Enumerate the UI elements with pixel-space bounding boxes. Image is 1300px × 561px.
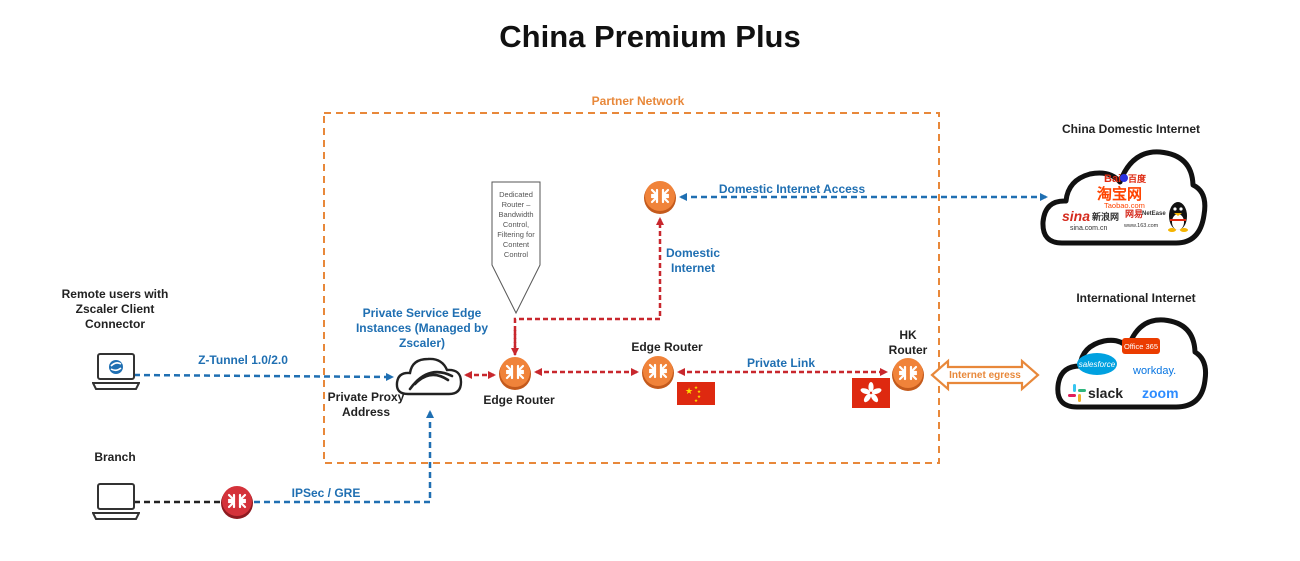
- international-logos: Office 365 salesforce workday. slack zoo…: [1068, 338, 1179, 402]
- dedicated-router-callout: [491, 181, 541, 315]
- salesforce-label: salesforce: [1079, 360, 1116, 369]
- china-domestic-title: China Domestic Internet: [1062, 122, 1200, 136]
- remote-users-label-2: Zscaler Client: [76, 302, 155, 316]
- dedicated-line-1: Dedicated: [499, 190, 533, 199]
- sina-cn-logo: 新浪网: [1092, 211, 1119, 222]
- svg-text:★: ★: [685, 387, 693, 397]
- page-title: China Premium Plus: [499, 19, 800, 54]
- zoom-logo: zoom: [1142, 385, 1179, 401]
- workday-logo: workday.: [1132, 365, 1176, 377]
- dedicated-line-6: Content: [503, 240, 530, 249]
- dedicated-line-3: Bandwidth: [498, 210, 533, 219]
- internet-egress-label: Internet egress: [949, 370, 1021, 381]
- netease-logo: 网易: [1125, 209, 1143, 219]
- pse-label-3: Zscaler): [399, 336, 445, 350]
- edge-router-1-icon: [498, 357, 532, 391]
- international-title: International Internet: [1076, 291, 1195, 305]
- hong-kong-flag-icon: [852, 378, 890, 408]
- domestic-internet-label-1: Domestic: [666, 246, 720, 260]
- baidu-paw-icon: [1120, 174, 1128, 182]
- edge-router-2-icon: [641, 356, 675, 390]
- sina-logo: sina: [1062, 208, 1090, 224]
- china-flag-icon: ★ ★ ★ ★ ★: [677, 382, 715, 405]
- laptop-icon: [92, 483, 140, 520]
- private-proxy-label-1: Private Proxy: [328, 390, 405, 404]
- netease-url: www.163.com: [1123, 223, 1159, 229]
- dedicated-line-5: Filtering for: [497, 230, 535, 239]
- domestic-internet-label-2: Internet: [671, 261, 715, 275]
- laptop-icon: [92, 353, 140, 390]
- edge-router-2-label: Edge Router: [631, 340, 703, 354]
- ztunnel-link: [133, 372, 394, 381]
- china-domestic-logos: Bai 百度 淘宝网 Taobao.com sina 新浪网 sina.com.…: [1062, 173, 1188, 232]
- branch-label: Branch: [94, 450, 135, 464]
- qq-penguin-icon: [1168, 202, 1188, 232]
- hk-router-label-2: Router: [889, 343, 928, 357]
- office365-logo: Office 365: [1122, 338, 1160, 354]
- svg-text:★: ★: [694, 385, 698, 391]
- domestic-internet-link: [513, 217, 664, 355]
- svg-text:★: ★: [694, 398, 698, 404]
- remote-users-label-3: Connector: [85, 317, 145, 331]
- salesforce-logo: salesforce: [1077, 353, 1117, 375]
- remote-users-label-1: Remote users with: [62, 287, 169, 301]
- baidu-logo: Bai: [1104, 173, 1121, 185]
- zscaler-cloud-icon: [395, 357, 463, 396]
- pse-label-2: Instances (Managed by: [356, 321, 488, 335]
- dedicated-line-7: Control: [504, 250, 529, 259]
- slack-label: slack: [1088, 385, 1123, 401]
- private-proxy-label-2: Address: [342, 405, 390, 419]
- sina-url: sina.com.cn: [1070, 225, 1107, 232]
- branch-router-icon: [220, 486, 254, 520]
- ipsec-label: IPSec / GRE: [292, 486, 361, 500]
- dedicated-line-2: Router –: [502, 200, 532, 209]
- office365-label: Office 365: [1124, 342, 1158, 351]
- china-domestic-cloud: [1040, 149, 1208, 246]
- svg-text:★: ★: [697, 394, 701, 400]
- slack-logo: slack: [1068, 384, 1123, 402]
- hk-router-label-1: HK: [899, 328, 917, 342]
- domestic-access-label: Domestic Internet Access: [719, 182, 866, 196]
- partner-network-label: Partner Network: [592, 94, 685, 108]
- private-link-label: Private Link: [747, 356, 815, 370]
- dedicated-line-4: Control,: [503, 220, 529, 229]
- edge-router-1-label: Edge Router: [483, 393, 555, 407]
- hk-router-icon: [891, 358, 925, 392]
- svg-text:★: ★: [697, 389, 701, 395]
- ztunnel-label: Z-Tunnel 1.0/2.0: [198, 353, 288, 367]
- taobao-logo: 淘宝网: [1096, 185, 1142, 203]
- internet-egress-arrow: [930, 358, 1040, 392]
- partner-network-boundary: [323, 112, 940, 464]
- ipsec-link: [254, 410, 434, 504]
- baidu-cn-logo: 百度: [1128, 173, 1147, 184]
- netease-en-logo: NetEase: [1142, 211, 1166, 217]
- domestic-router-icon: [643, 181, 677, 215]
- pse-label-1: Private Service Edge: [363, 306, 482, 320]
- taobao-url: Taobao.com: [1104, 201, 1145, 210]
- dedicated-router-text: Dedicated Router – Bandwidth Control, Fi…: [497, 190, 535, 259]
